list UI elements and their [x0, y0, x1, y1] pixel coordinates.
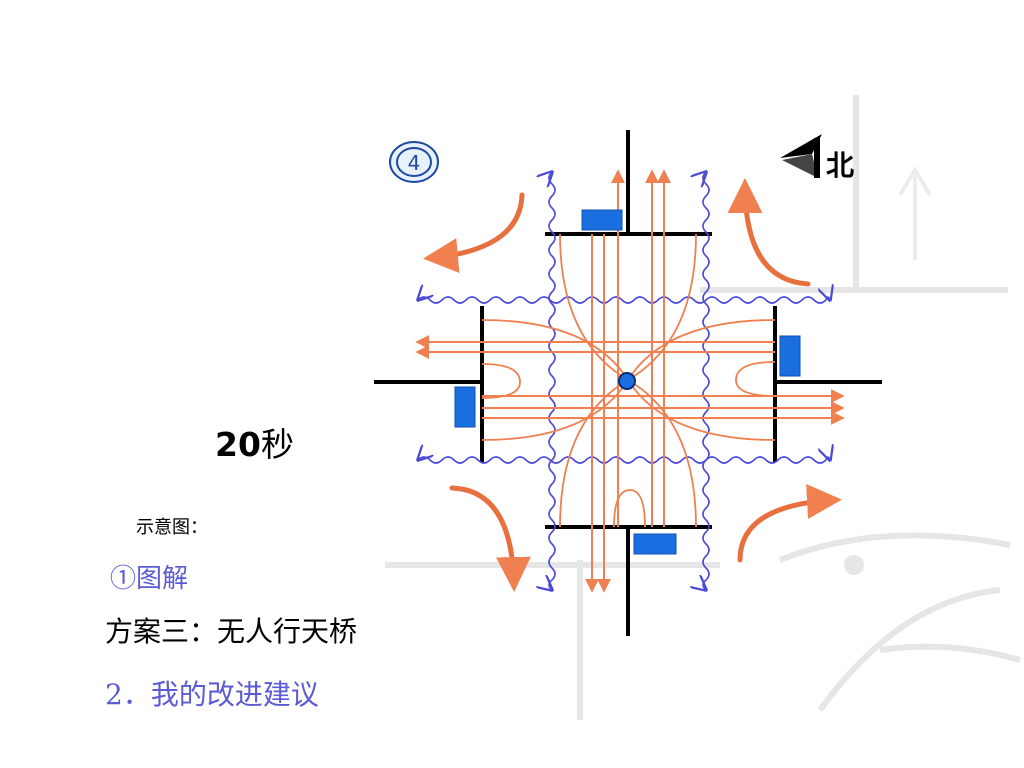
plan-title: 方案三：无人行天桥: [105, 615, 358, 648]
north-arrow-icon: [780, 134, 822, 178]
traffic-signal-icon: [779, 335, 801, 377]
timer-unit: 秒: [260, 425, 294, 464]
phase-number: 4: [408, 151, 421, 175]
center-point-icon: [618, 372, 636, 390]
traffic-signals: [454, 209, 801, 555]
countdown-timer: 20秒: [215, 418, 294, 466]
timer-value: 20: [215, 425, 261, 464]
traffic-signal-icon: [454, 386, 476, 428]
north-label: 北: [826, 149, 855, 182]
outer-right-turns: [423, 178, 842, 592]
suggestion-heading: 2．我的改进建议: [105, 678, 319, 711]
traffic-signal-icon: [581, 209, 623, 231]
road-edges: [374, 130, 882, 636]
diagram-caption: 示意图：: [136, 517, 208, 538]
background-dot: [844, 555, 864, 575]
pedestrian-crossings: [418, 172, 830, 590]
phase-number-badge-icon: 4: [389, 141, 439, 183]
traffic-signal-icon: [633, 533, 677, 555]
step-label: ①图解: [110, 564, 189, 594]
